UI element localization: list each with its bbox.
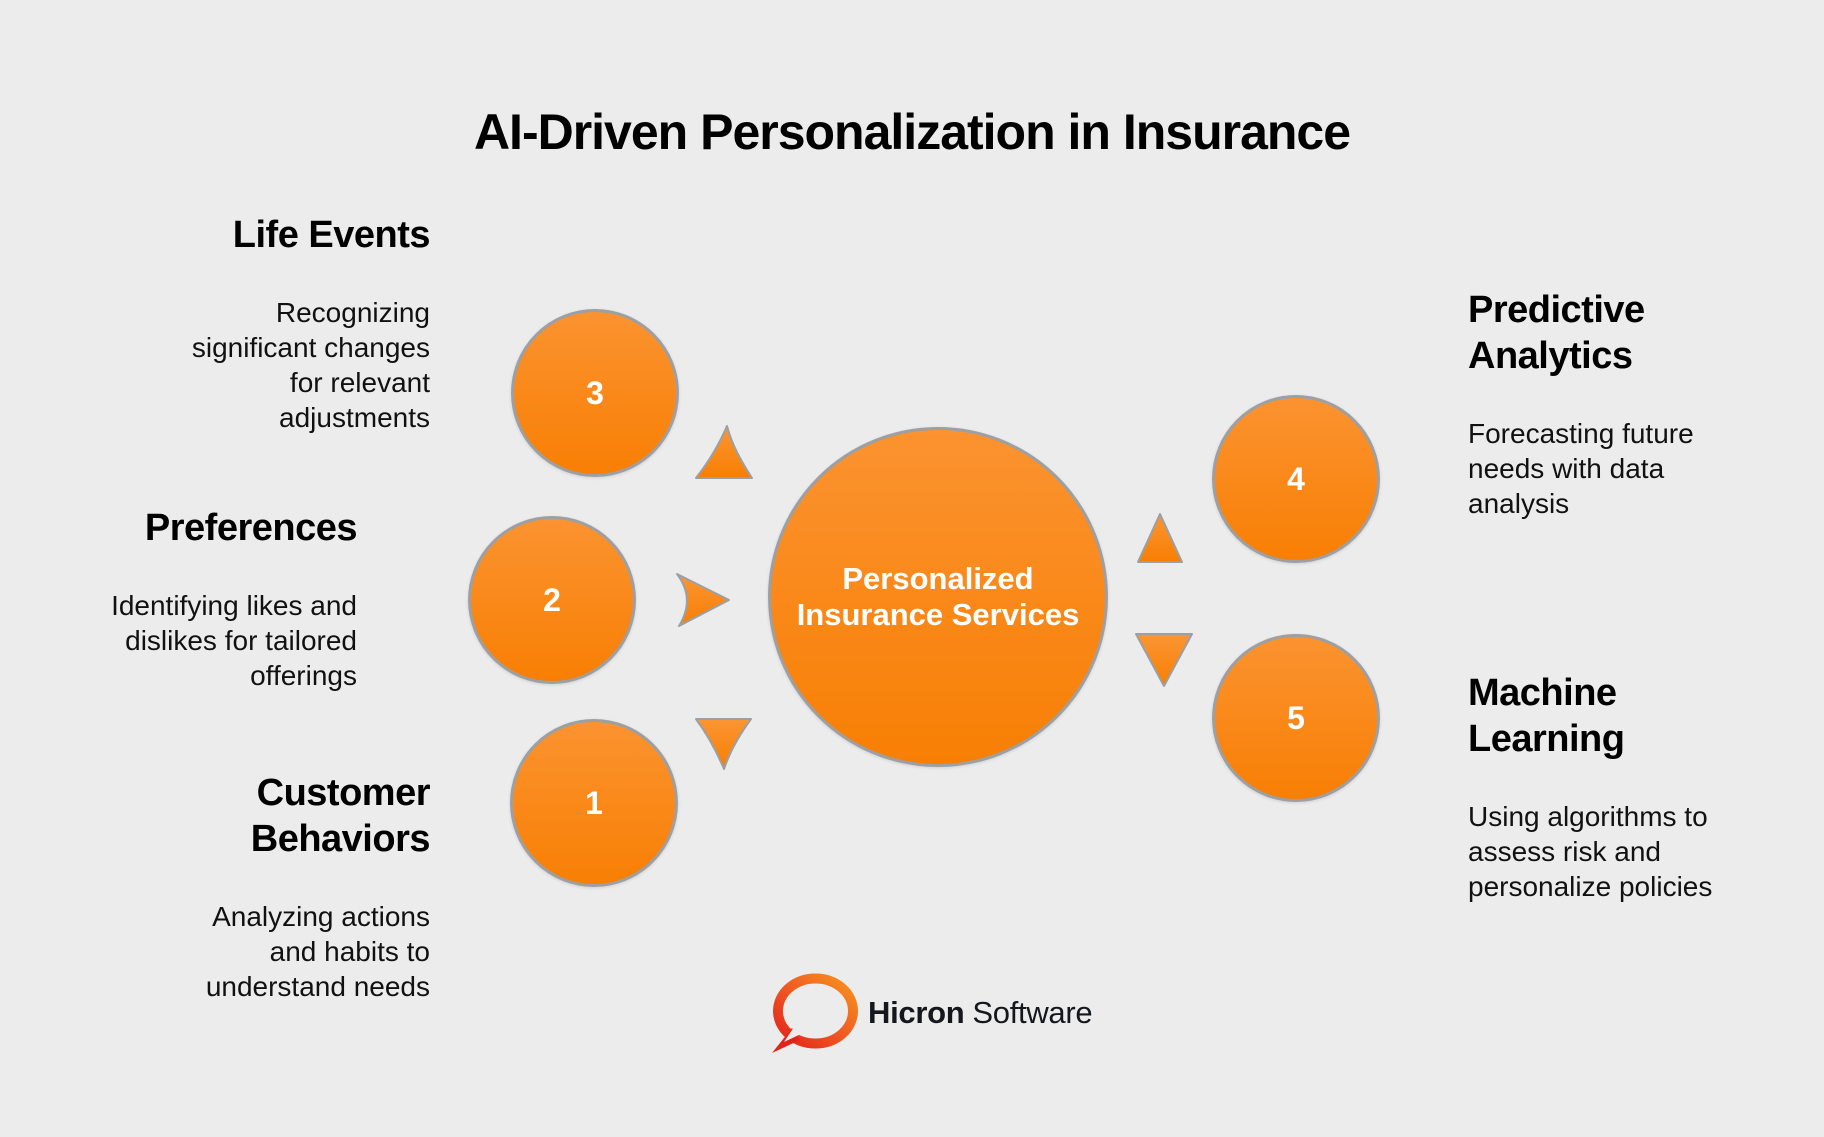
desc-line: understand needs (205, 971, 430, 1002)
circle-number: 5 (1287, 699, 1305, 736)
preferences-description: Identifying likes and dislikes for tailo… (111, 588, 357, 693)
circle-personalized-insurance-services: Personalized Insurance Services (768, 427, 1108, 767)
heading-line: Customer (256, 772, 431, 814)
customer-behaviors-description: Analyzing actions and habits to understa… (206, 899, 430, 1004)
life-events-heading: Life Events (192, 212, 431, 258)
center-circle-label: Personalized Insurance Services (797, 561, 1080, 633)
desc-line: offerings (250, 660, 357, 691)
brand-name-bold: Hicron (868, 995, 965, 1030)
circle-number: 1 (585, 784, 603, 821)
arrow-down-left-icon (695, 718, 752, 770)
arrow-up-left-icon (695, 425, 753, 479)
heading-line: Learning (1468, 718, 1625, 760)
hicron-logo-icon (772, 973, 858, 1053)
section-predictive-analytics: Predictive Analytics Forecasting future … (1468, 287, 1694, 521)
heading-line: Life Events (232, 214, 431, 256)
arrow-down-right-icon (1135, 633, 1193, 687)
circle-life-events: 3 (511, 309, 679, 477)
predictive-analytics-heading: Predictive Analytics (1468, 287, 1694, 379)
desc-line: personalize policies (1468, 871, 1713, 902)
page-title: AI-Driven Personalization in Insurance (473, 104, 1351, 160)
preferences-heading: Preferences (111, 505, 358, 551)
machine-learning-heading: Machine Learning (1468, 670, 1712, 762)
desc-line: Recognizing (275, 297, 430, 328)
desc-line: assess risk and (1468, 836, 1661, 867)
heading-line: Behaviors (250, 818, 431, 860)
section-life-events: Life Events Recognizing significant chan… (192, 212, 431, 435)
center-label-line: Insurance Services (796, 597, 1080, 632)
circle-preferences: 2 (468, 516, 636, 684)
arrow-up-right-icon (1137, 513, 1183, 563)
desc-line: Forecasting future (1468, 418, 1694, 449)
desc-line: analysis (1468, 488, 1570, 519)
desc-line: and habits to (269, 936, 430, 967)
desc-line: dislikes for tailored (125, 625, 357, 656)
circle-predictive-analytics: 4 (1212, 395, 1380, 563)
desc-line: adjustments (279, 402, 430, 433)
desc-line: Analyzing actions (212, 901, 430, 932)
desc-line: needs with data (1468, 453, 1665, 484)
heading-line: Analytics (1468, 335, 1633, 377)
circle-number: 2 (543, 581, 561, 618)
brand-name-regular: Software (972, 995, 1093, 1030)
circle-customer-behaviors: 1 (510, 719, 678, 887)
life-events-description: Recognizing significant changes for rele… (192, 295, 430, 435)
arrow-right-icon (676, 573, 730, 627)
circle-number: 4 (1287, 460, 1305, 497)
customer-behaviors-heading: Customer Behaviors (206, 770, 431, 862)
desc-line: Identifying likes and (111, 590, 357, 621)
machine-learning-description: Using algorithms to assess risk and pers… (1468, 799, 1712, 904)
heading-line: Machine (1468, 672, 1617, 714)
heading-line: Preferences (144, 507, 358, 549)
heading-line: Predictive (1468, 289, 1645, 331)
circle-machine-learning: 5 (1212, 634, 1380, 802)
circle-number: 3 (586, 374, 604, 411)
section-machine-learning: Machine Learning Using algorithms to ass… (1468, 670, 1712, 904)
desc-line: for relevant (289, 367, 430, 398)
desc-line: significant changes (191, 332, 430, 363)
predictive-analytics-description: Forecasting future needs with data analy… (1468, 416, 1694, 521)
desc-line: Using algorithms to (1468, 801, 1708, 832)
section-preferences: Preferences Identifying likes and dislik… (111, 505, 357, 693)
center-label-line: Personalized (842, 561, 1034, 596)
section-customer-behaviors: Customer Behaviors Analyzing actions and… (206, 770, 431, 1004)
